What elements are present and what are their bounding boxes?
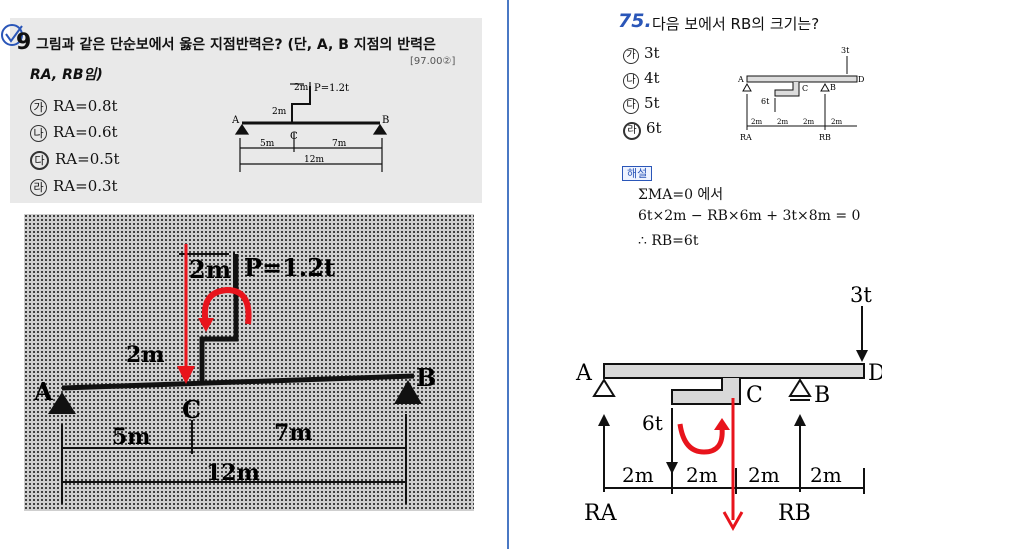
- option-text: 6t: [646, 119, 662, 137]
- load-arrowhead: [856, 350, 868, 362]
- option-text: 5t: [644, 94, 660, 112]
- red-moment-arrowhead: [198, 318, 214, 332]
- problem-75-option-2[interactable]: 나 4t: [623, 69, 660, 89]
- hang-load-arrowhead: [666, 462, 678, 474]
- red-moment-arc: [677, 423, 725, 455]
- option-text: 4t: [644, 69, 660, 87]
- option-marker: 다: [623, 98, 639, 114]
- diagram-dim: 2m: [831, 118, 842, 126]
- rb-arrowhead: [794, 414, 806, 426]
- problem-9-zoomed-scan: [24, 214, 474, 511]
- option-marker: 가: [623, 48, 639, 64]
- diagram-point-c: C: [290, 131, 298, 142]
- solution-line-2: 6t×2m − RB×6m + 3t×8m = 0: [638, 208, 861, 224]
- zoom-point-b: B: [416, 363, 436, 392]
- zoom-dim-2: 7m: [274, 420, 313, 446]
- problem-9-option-4[interactable]: 라 RA=0.3t: [30, 177, 118, 196]
- problem-75-zoomed-diagram: 3t 6t A B C D RA RB 2m 2m 2m 2m: [575, 283, 882, 532]
- option-text: RA=0.5t: [55, 150, 120, 168]
- problem-9-zoomed-diagram: 2m P=1.2t 2m A B C 5m 7m 12m: [33, 244, 436, 504]
- diagram-load-hang: 6t: [761, 97, 770, 106]
- problem-75-option-3[interactable]: 다 5t: [623, 94, 660, 114]
- zoom-height-label: 2m: [126, 342, 165, 368]
- zoom-point-c: C: [746, 383, 763, 408]
- problem-75-question: 다음 보에서 RB의 크기는?: [652, 15, 820, 33]
- problem-9-beam-diagram: 2m P=1.2t 2m A B C 5m 7m 12m: [232, 82, 389, 172]
- red-force-arrowhead: [722, 511, 744, 532]
- ra-arrowhead: [598, 414, 610, 426]
- option-marker: 나: [623, 73, 639, 89]
- zoom-arm-label: 2m: [189, 255, 231, 284]
- problem-75-option-4[interactable]: 라 6t: [623, 119, 662, 140]
- zoom-point-c: C: [182, 395, 201, 424]
- zoom-point-a: A: [33, 377, 53, 406]
- problem-9-card: [10, 18, 482, 203]
- option-text: 3t: [644, 44, 660, 62]
- zoom-ra: RA: [584, 501, 618, 526]
- option-text: RA=0.6t: [53, 123, 118, 141]
- diagram-point-a: A: [232, 115, 240, 126]
- problem-75-number: 75.: [618, 10, 652, 32]
- diagram-dim: 2m: [751, 118, 762, 126]
- zoom-point-d: D: [868, 361, 882, 386]
- diagram-dim: 2m: [803, 118, 814, 126]
- problem-75-beam-diagram: 3t 6t A B C D RA RB 2m 2m 2m 2m: [737, 46, 864, 142]
- diagram-dim-1: 5m: [260, 139, 275, 149]
- option-text: RA=0.8t: [53, 97, 118, 115]
- problem-9-option-3[interactable]: 다 RA=0.5t: [30, 150, 120, 170]
- red-moment-arc: [202, 286, 252, 325]
- diagram-point-b: B: [382, 115, 389, 126]
- diagram-ra: RA: [740, 133, 752, 142]
- diagram-load-label: P=1.2t: [314, 83, 349, 94]
- zoom-dim: 2m: [622, 463, 654, 487]
- option-marker: 다: [30, 151, 49, 170]
- option-marker: 나: [30, 125, 47, 142]
- option-text: RA=0.3t: [53, 177, 118, 195]
- zoom-dim-1: 5m: [112, 424, 151, 450]
- zoom-span: 12m: [206, 460, 260, 486]
- zoom-load-hang: 6t: [642, 411, 663, 435]
- diagram-dim-2: 7m: [332, 139, 347, 149]
- zoom-point-b: B: [814, 383, 830, 408]
- option-marker: 라: [623, 122, 641, 140]
- solution-badge: 해설: [622, 166, 653, 181]
- solution-label: 해설: [622, 162, 653, 181]
- diagram-height-label: 2m: [272, 107, 287, 117]
- problem-9-number: 9: [16, 30, 32, 55]
- solution-line-3: ∴ RB=6t: [638, 233, 699, 249]
- panel-divider: [507, 0, 509, 549]
- zoom-dim: 2m: [686, 463, 718, 487]
- problem-9-option-1[interactable]: 가 RA=0.8t: [30, 97, 118, 116]
- zoom-rb: RB: [778, 501, 811, 526]
- diagram-arm-label: 2m: [294, 83, 309, 93]
- zoom-load-label: P=1.2t: [244, 253, 335, 282]
- zoom-dim: 2m: [810, 463, 842, 487]
- option-marker: 라: [30, 179, 47, 196]
- problem-9-question: 그림과 같은 단순보에서 옳은 지점반력은? (단, A, B 지점의 반력은: [36, 37, 436, 53]
- problem-9-question-line2: RA, RB임): [30, 67, 103, 83]
- problem-9-option-2[interactable]: 나 RA=0.6t: [30, 123, 118, 142]
- diagram-point-d: D: [858, 75, 864, 84]
- diagram-dim: 2m: [777, 118, 788, 126]
- diagram-load-top: 3t: [841, 46, 850, 55]
- diagram-point-c: C: [802, 84, 808, 93]
- zoom-dim: 2m: [748, 463, 780, 487]
- zoom-load-top: 3t: [850, 283, 872, 307]
- option-marker: 가: [30, 99, 47, 116]
- diagram-span: 12m: [304, 155, 324, 165]
- zoom-point-a: A: [575, 361, 593, 386]
- diagram-point-a: A: [737, 75, 744, 84]
- red-moment-arrowhead: [714, 418, 730, 430]
- problem-75-option-1[interactable]: 가 3t: [623, 44, 660, 64]
- diagram-point-b: B: [830, 83, 836, 92]
- check-mark-icon: [0, 22, 26, 56]
- diagram-rb: RB: [819, 133, 831, 142]
- red-force-arrowhead: [177, 366, 195, 384]
- problem-9-source-ref: [97.00②]: [410, 56, 456, 67]
- solution-line-1: ΣMA=0 에서: [638, 187, 724, 203]
